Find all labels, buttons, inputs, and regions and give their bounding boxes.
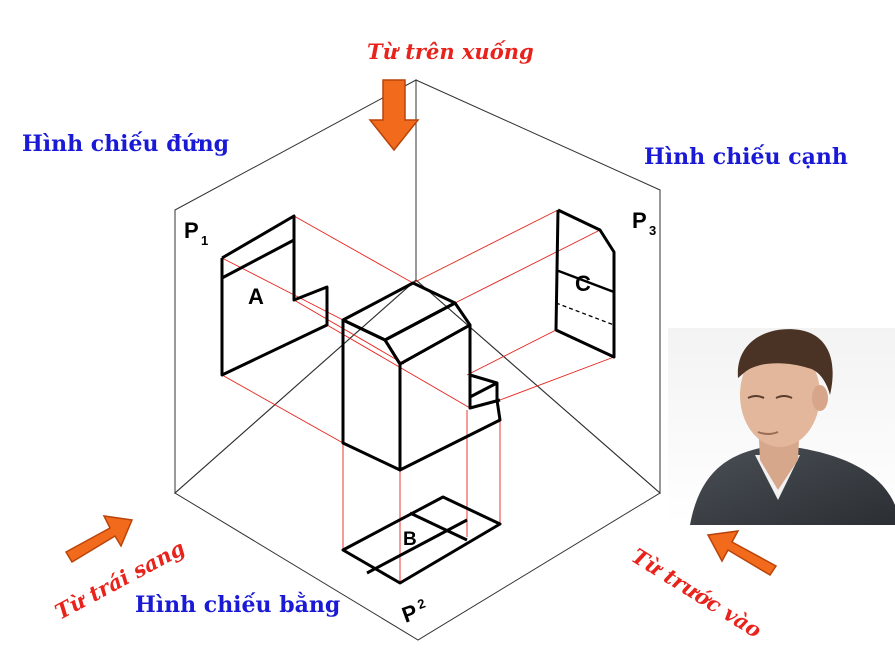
face-a-label: A bbox=[248, 284, 264, 309]
top-view-projection bbox=[341, 495, 502, 585]
side-view-label: Hình chiếu cạnh bbox=[644, 144, 848, 170]
direction-top-label: Từ trên xuống bbox=[367, 39, 534, 64]
front-view-projection bbox=[220, 214, 329, 377]
observer-photo bbox=[668, 328, 895, 525]
top-view-label: Hình chiếu bằng bbox=[135, 591, 340, 618]
face-b-label: B bbox=[403, 529, 417, 550]
plane-p3-side bbox=[415, 79, 661, 495]
plane-label-p2: P 2 bbox=[398, 596, 427, 628]
svg-text:P: P bbox=[632, 208, 647, 233]
svg-text:P: P bbox=[184, 218, 199, 243]
plane-label-p1: P 1 bbox=[184, 218, 208, 248]
object-front-face bbox=[341, 318, 402, 472]
object-right-face bbox=[398, 323, 502, 472]
arrow-up-left-icon bbox=[706, 530, 778, 577]
svg-text:2: 2 bbox=[415, 596, 427, 613]
plane-label-p3: P 3 bbox=[632, 208, 656, 238]
side-view-projection bbox=[554, 208, 616, 359]
front-view-label: Hình chiếu đứng bbox=[22, 131, 229, 157]
projection-planes bbox=[174, 79, 661, 641]
plane-p2-top bbox=[174, 279, 661, 641]
arrow-up-right-icon bbox=[64, 515, 134, 564]
svg-text:3: 3 bbox=[649, 223, 656, 238]
3d-object bbox=[341, 281, 502, 472]
svg-text:1: 1 bbox=[201, 233, 208, 248]
arrow-down-icon bbox=[368, 79, 420, 152]
projection-lines bbox=[221, 209, 615, 583]
face-c-label: C bbox=[575, 271, 591, 296]
